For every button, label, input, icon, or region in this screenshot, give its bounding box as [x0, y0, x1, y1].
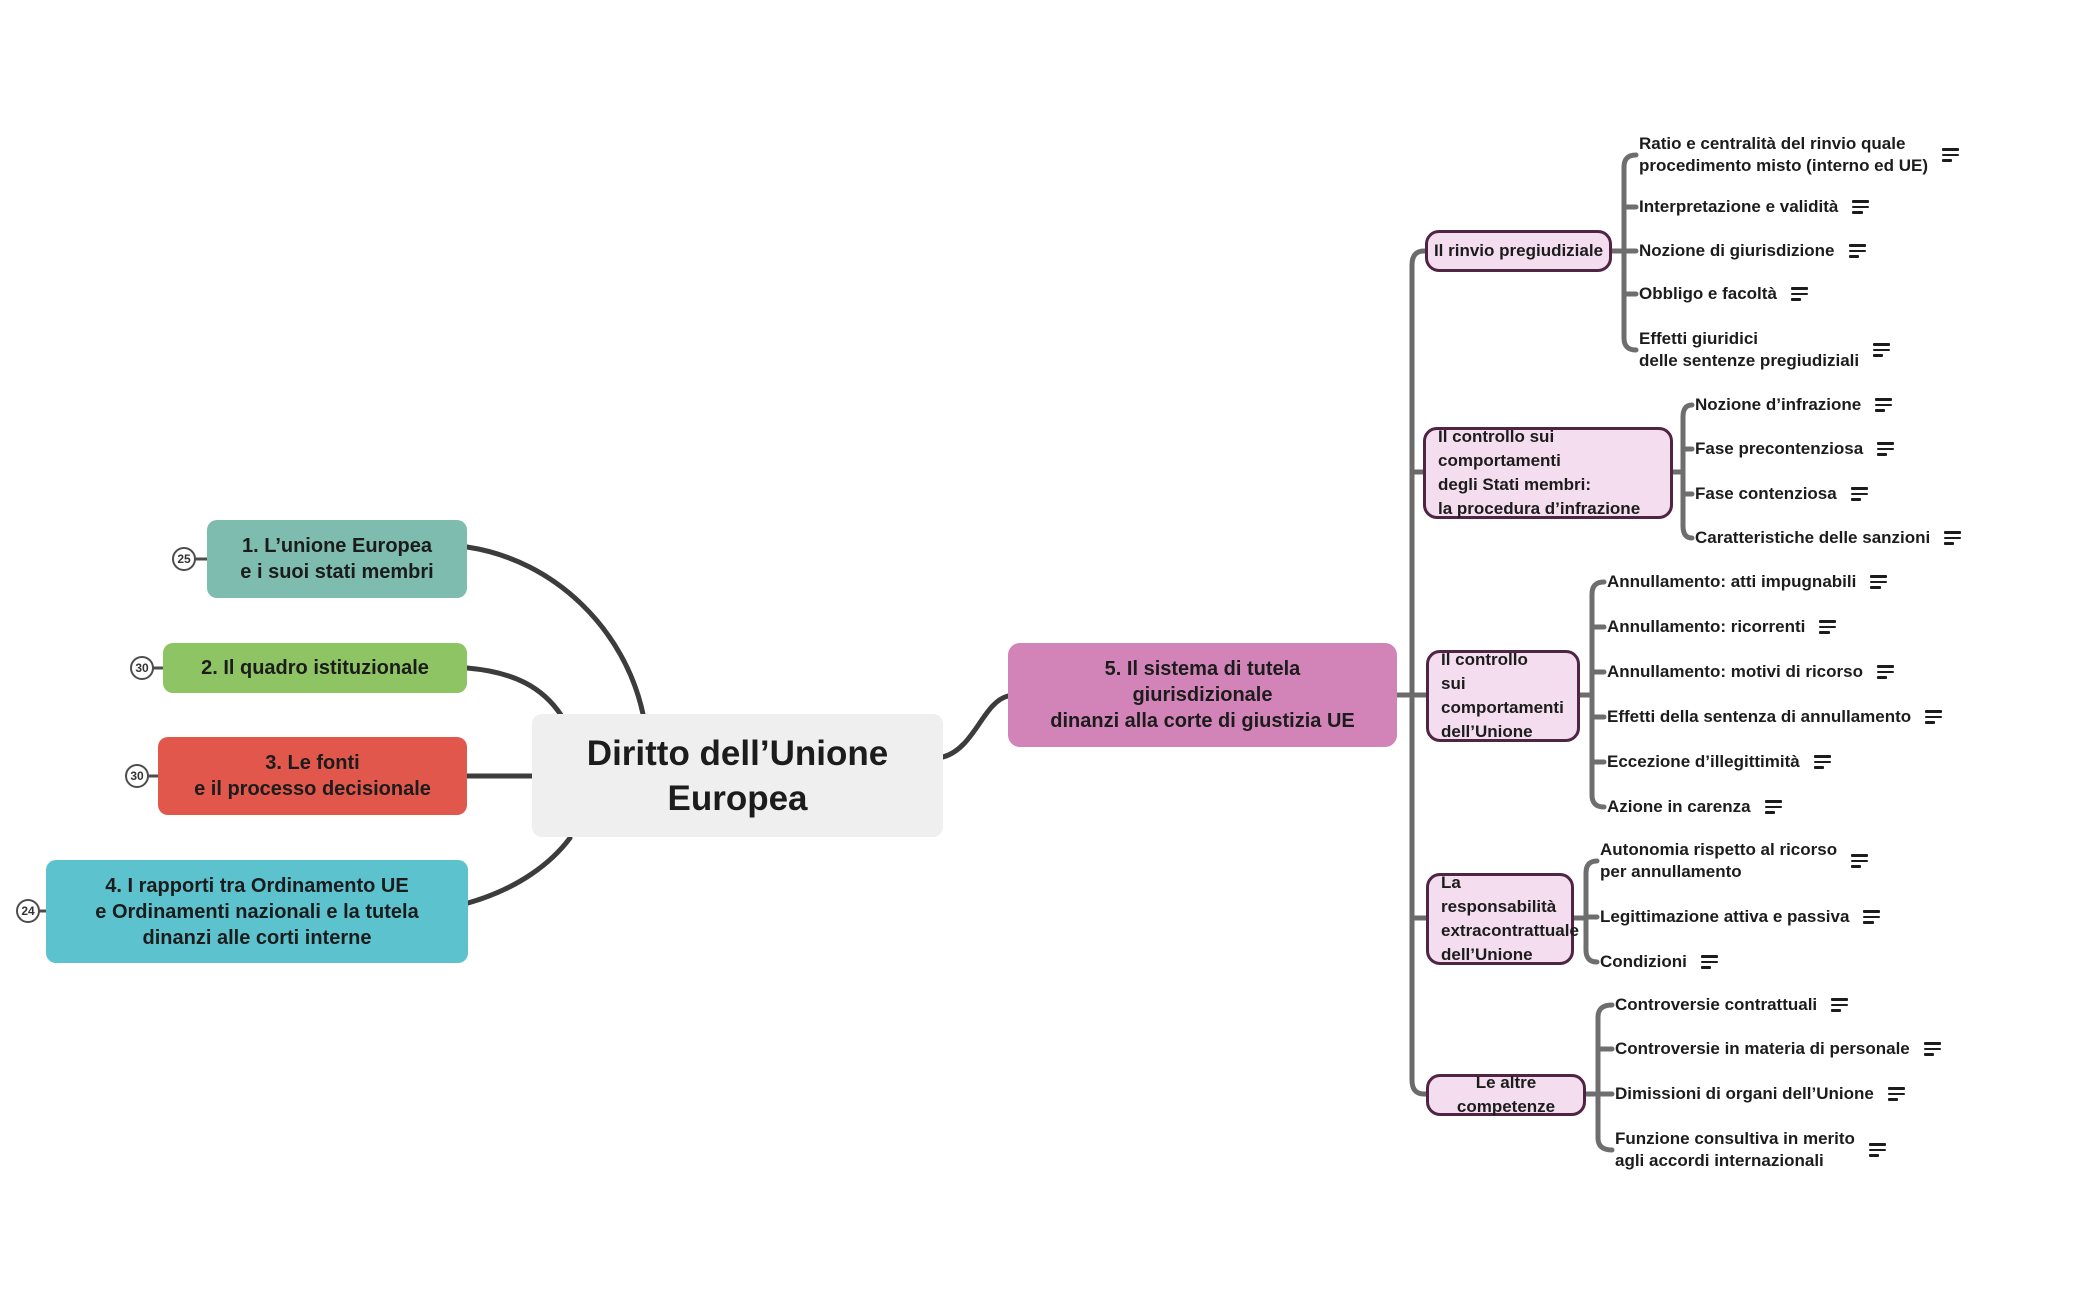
- leaf-label: Controversie in materia di personale: [1615, 1039, 1910, 1058]
- leaf-label: Fase precontenziosa: [1695, 439, 1864, 458]
- leaf-label: Autonomia rispetto al ricorso per annull…: [1600, 840, 1838, 881]
- leaf-topic[interactable]: Annullamento: motivi di ricorso: [1607, 661, 1894, 683]
- notes-icon[interactable]: [1876, 665, 1894, 679]
- notes-icon[interactable]: [1852, 200, 1870, 214]
- notes-icon[interactable]: [1868, 1143, 1886, 1157]
- leaf-topic[interactable]: Condizioni: [1600, 951, 1718, 973]
- leaf-topic[interactable]: Annullamento: atti impugnabili: [1607, 571, 1888, 593]
- notes-icon[interactable]: [1877, 442, 1895, 456]
- notes-icon[interactable]: [1851, 854, 1869, 868]
- leaf-label: Caratteristiche delle sanzioni: [1695, 528, 1931, 547]
- notes-icon[interactable]: [1863, 910, 1881, 924]
- leaf-label: Fase contenziosa: [1695, 484, 1837, 503]
- leaf-topic[interactable]: Annullamento: ricorrenti: [1607, 616, 1837, 638]
- subnode-altre-competenze[interactable]: Le altre competenze: [1426, 1073, 1586, 1116]
- leaf-label: Controversie contrattuali: [1615, 995, 1818, 1014]
- leaf-topic[interactable]: Ratio e centralità del rinvio quale proc…: [1639, 133, 1960, 177]
- subnode-controllo-unione[interactable]: Il controllo sui comportamenti dell’Unio…: [1426, 650, 1580, 742]
- leaf-topic[interactable]: Eccezione d’illegittimità: [1607, 751, 1831, 773]
- notes-icon[interactable]: [1942, 148, 1960, 162]
- leaf-label: Nozione di giurisdizione: [1639, 241, 1835, 260]
- badge-count-branch-4[interactable]: 24: [16, 899, 40, 923]
- leaf-topic[interactable]: Effetti della sentenza di annullamento: [1607, 706, 1943, 728]
- notes-icon[interactable]: [1831, 998, 1849, 1012]
- leaf-label: Azione in carenza: [1607, 797, 1751, 816]
- leaf-topic[interactable]: Controversie contrattuali: [1615, 994, 1849, 1016]
- leaf-label: Effetti della sentenza di annullamento: [1607, 707, 1912, 726]
- branch-node-3-le-fonti[interactable]: 3. Le fonti e il processo decisionale: [158, 737, 467, 815]
- notes-icon[interactable]: [1764, 800, 1782, 814]
- leaf-topic[interactable]: Nozione d’infrazione: [1695, 394, 1893, 416]
- leaf-label: Ratio e centralità del rinvio quale proc…: [1639, 134, 1929, 175]
- notes-icon[interactable]: [1887, 1087, 1905, 1101]
- leaf-label: Annullamento: atti impugnabili: [1607, 572, 1857, 591]
- leaf-topic[interactable]: Funzione consultiva in merito agli accor…: [1615, 1128, 1886, 1172]
- notes-icon[interactable]: [1870, 575, 1888, 589]
- notes-icon[interactable]: [1850, 487, 1868, 501]
- subnode-procedura-infrazione[interactable]: Il controllo sui comportamenti degli Sta…: [1423, 427, 1673, 519]
- leaf-label: Funzione consultiva in merito agli accor…: [1615, 1129, 1855, 1170]
- notes-icon[interactable]: [1873, 343, 1891, 357]
- leaf-topic[interactable]: Autonomia rispetto al ricorso per annull…: [1600, 839, 1869, 883]
- leaf-topic[interactable]: Nozione di giurisdizione: [1639, 240, 1866, 262]
- leaf-topic[interactable]: Azione in carenza: [1607, 796, 1782, 818]
- notes-icon[interactable]: [1925, 710, 1943, 724]
- subnode-rinvio-pregiudiziale[interactable]: Il rinvio pregiudiziale: [1425, 230, 1612, 272]
- leaf-label: Interpretazione e validità: [1639, 197, 1839, 216]
- badge-count-branch-1[interactable]: 25: [172, 547, 196, 571]
- root-node-title[interactable]: Diritto dell’Unione Europea: [532, 714, 943, 837]
- subnode-responsabilita-extracontrattuale[interactable]: La responsabilità extracontrattuale dell…: [1426, 873, 1579, 965]
- notes-icon[interactable]: [1819, 620, 1837, 634]
- notes-icon[interactable]: [1848, 244, 1866, 258]
- leaf-topic[interactable]: Interpretazione e validità: [1639, 196, 1870, 218]
- leaf-label: Effetti giuridici delle sentenze pregiud…: [1639, 329, 1860, 370]
- notes-icon[interactable]: [1700, 955, 1718, 969]
- leaf-label: Obbligo e facoltà: [1639, 284, 1777, 303]
- leaf-topic[interactable]: Obbligo e facoltà: [1639, 283, 1808, 305]
- leaf-topic[interactable]: Controversie in materia di personale: [1615, 1038, 1941, 1060]
- branch-node-4-rapporti-ordinamenti[interactable]: 4. I rapporti tra Ordinamento UE e Ordin…: [46, 860, 468, 963]
- branch-node-5-sistema-tutela[interactable]: 5. Il sistema di tutela giurisdizionale …: [1008, 643, 1397, 747]
- notes-icon[interactable]: [1923, 1042, 1941, 1056]
- leaf-label: Annullamento: ricorrenti: [1607, 617, 1806, 636]
- leaf-topic[interactable]: Dimissioni di organi dell’Unione: [1615, 1083, 1905, 1105]
- leaf-label: Condizioni: [1600, 952, 1687, 971]
- branch-node-2-quadro-istituzionale[interactable]: 2. Il quadro istituzionale: [163, 643, 467, 693]
- leaf-label: Nozione d’infrazione: [1695, 395, 1862, 414]
- leaf-topic[interactable]: Caratteristiche delle sanzioni: [1695, 527, 1962, 549]
- leaf-label: Eccezione d’illegittimità: [1607, 752, 1800, 771]
- leaf-topic[interactable]: Fase precontenziosa: [1695, 438, 1895, 460]
- leaf-label: Dimissioni di organi dell’Unione: [1615, 1084, 1874, 1103]
- notes-icon[interactable]: [1875, 398, 1893, 412]
- notes-icon[interactable]: [1813, 755, 1831, 769]
- leaf-topic[interactable]: Effetti giuridici delle sentenze pregiud…: [1639, 328, 1891, 372]
- notes-icon[interactable]: [1790, 287, 1808, 301]
- branch-node-1-unione-europea[interactable]: 1. L’unione Europea e i suoi stati membr…: [207, 520, 467, 598]
- badge-count-branch-2[interactable]: 30: [130, 656, 154, 680]
- leaf-label: Annullamento: motivi di ricorso: [1607, 662, 1863, 681]
- badge-count-branch-3[interactable]: 30: [125, 764, 149, 788]
- leaf-topic[interactable]: Fase contenziosa: [1695, 483, 1868, 505]
- leaf-topic[interactable]: Legittimazione attiva e passiva: [1600, 906, 1881, 928]
- notes-icon[interactable]: [1944, 531, 1962, 545]
- leaf-label: Legittimazione attiva e passiva: [1600, 907, 1850, 926]
